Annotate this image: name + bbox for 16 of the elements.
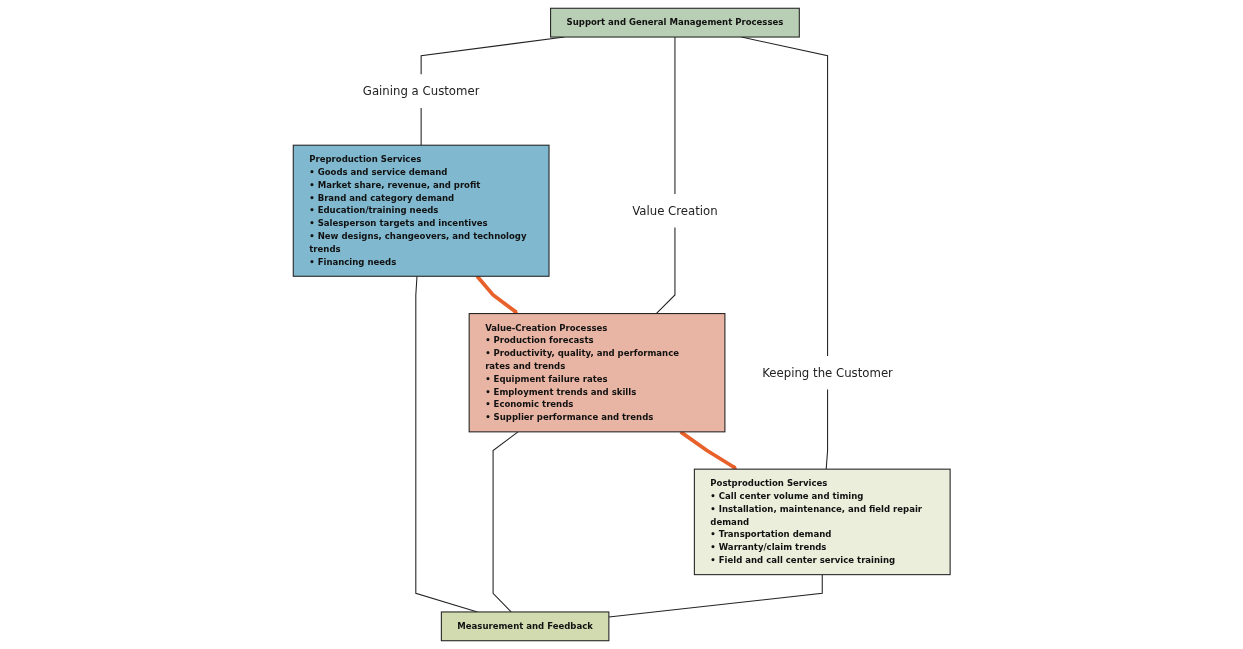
connector: [492, 431, 519, 613]
arrow: [679, 430, 738, 470]
connector: [655, 227, 676, 315]
arrow: [475, 275, 518, 314]
node-box: Value-Creation Processes • Production forecasts • Productivity, quality, and performance rates and trends • Equipment failure rates • Employment trends and skills • Economic trends • Supplier performance and trends: [468, 313, 726, 433]
connector: [674, 36, 676, 195]
node-box: Preproduction Services • Goods and service demand • Market share, revenue, and profit • Brand and category demand • Education/training needs • Salesperson targets and incentives • New designs, changeovers, and technology trends • Financing needs: [292, 144, 550, 277]
connector: [825, 388, 828, 470]
node-box: Measurement and Feedback: [440, 611, 610, 642]
connector: [608, 574, 823, 618]
node-text: Keeping the Customer: [762, 366, 893, 380]
connector: [420, 107, 422, 146]
node-box: Support and General Management Processes: [549, 7, 800, 38]
node-box: Postproduction Services • Call center volume and timing • Installation, maintenance, and field repair demand • Transportation demand • Warranty/claim trends • Field and call center service training: [693, 468, 951, 576]
node-text: Gaining a Customer: [362, 84, 480, 98]
node-text: Value Creation: [631, 204, 718, 218]
